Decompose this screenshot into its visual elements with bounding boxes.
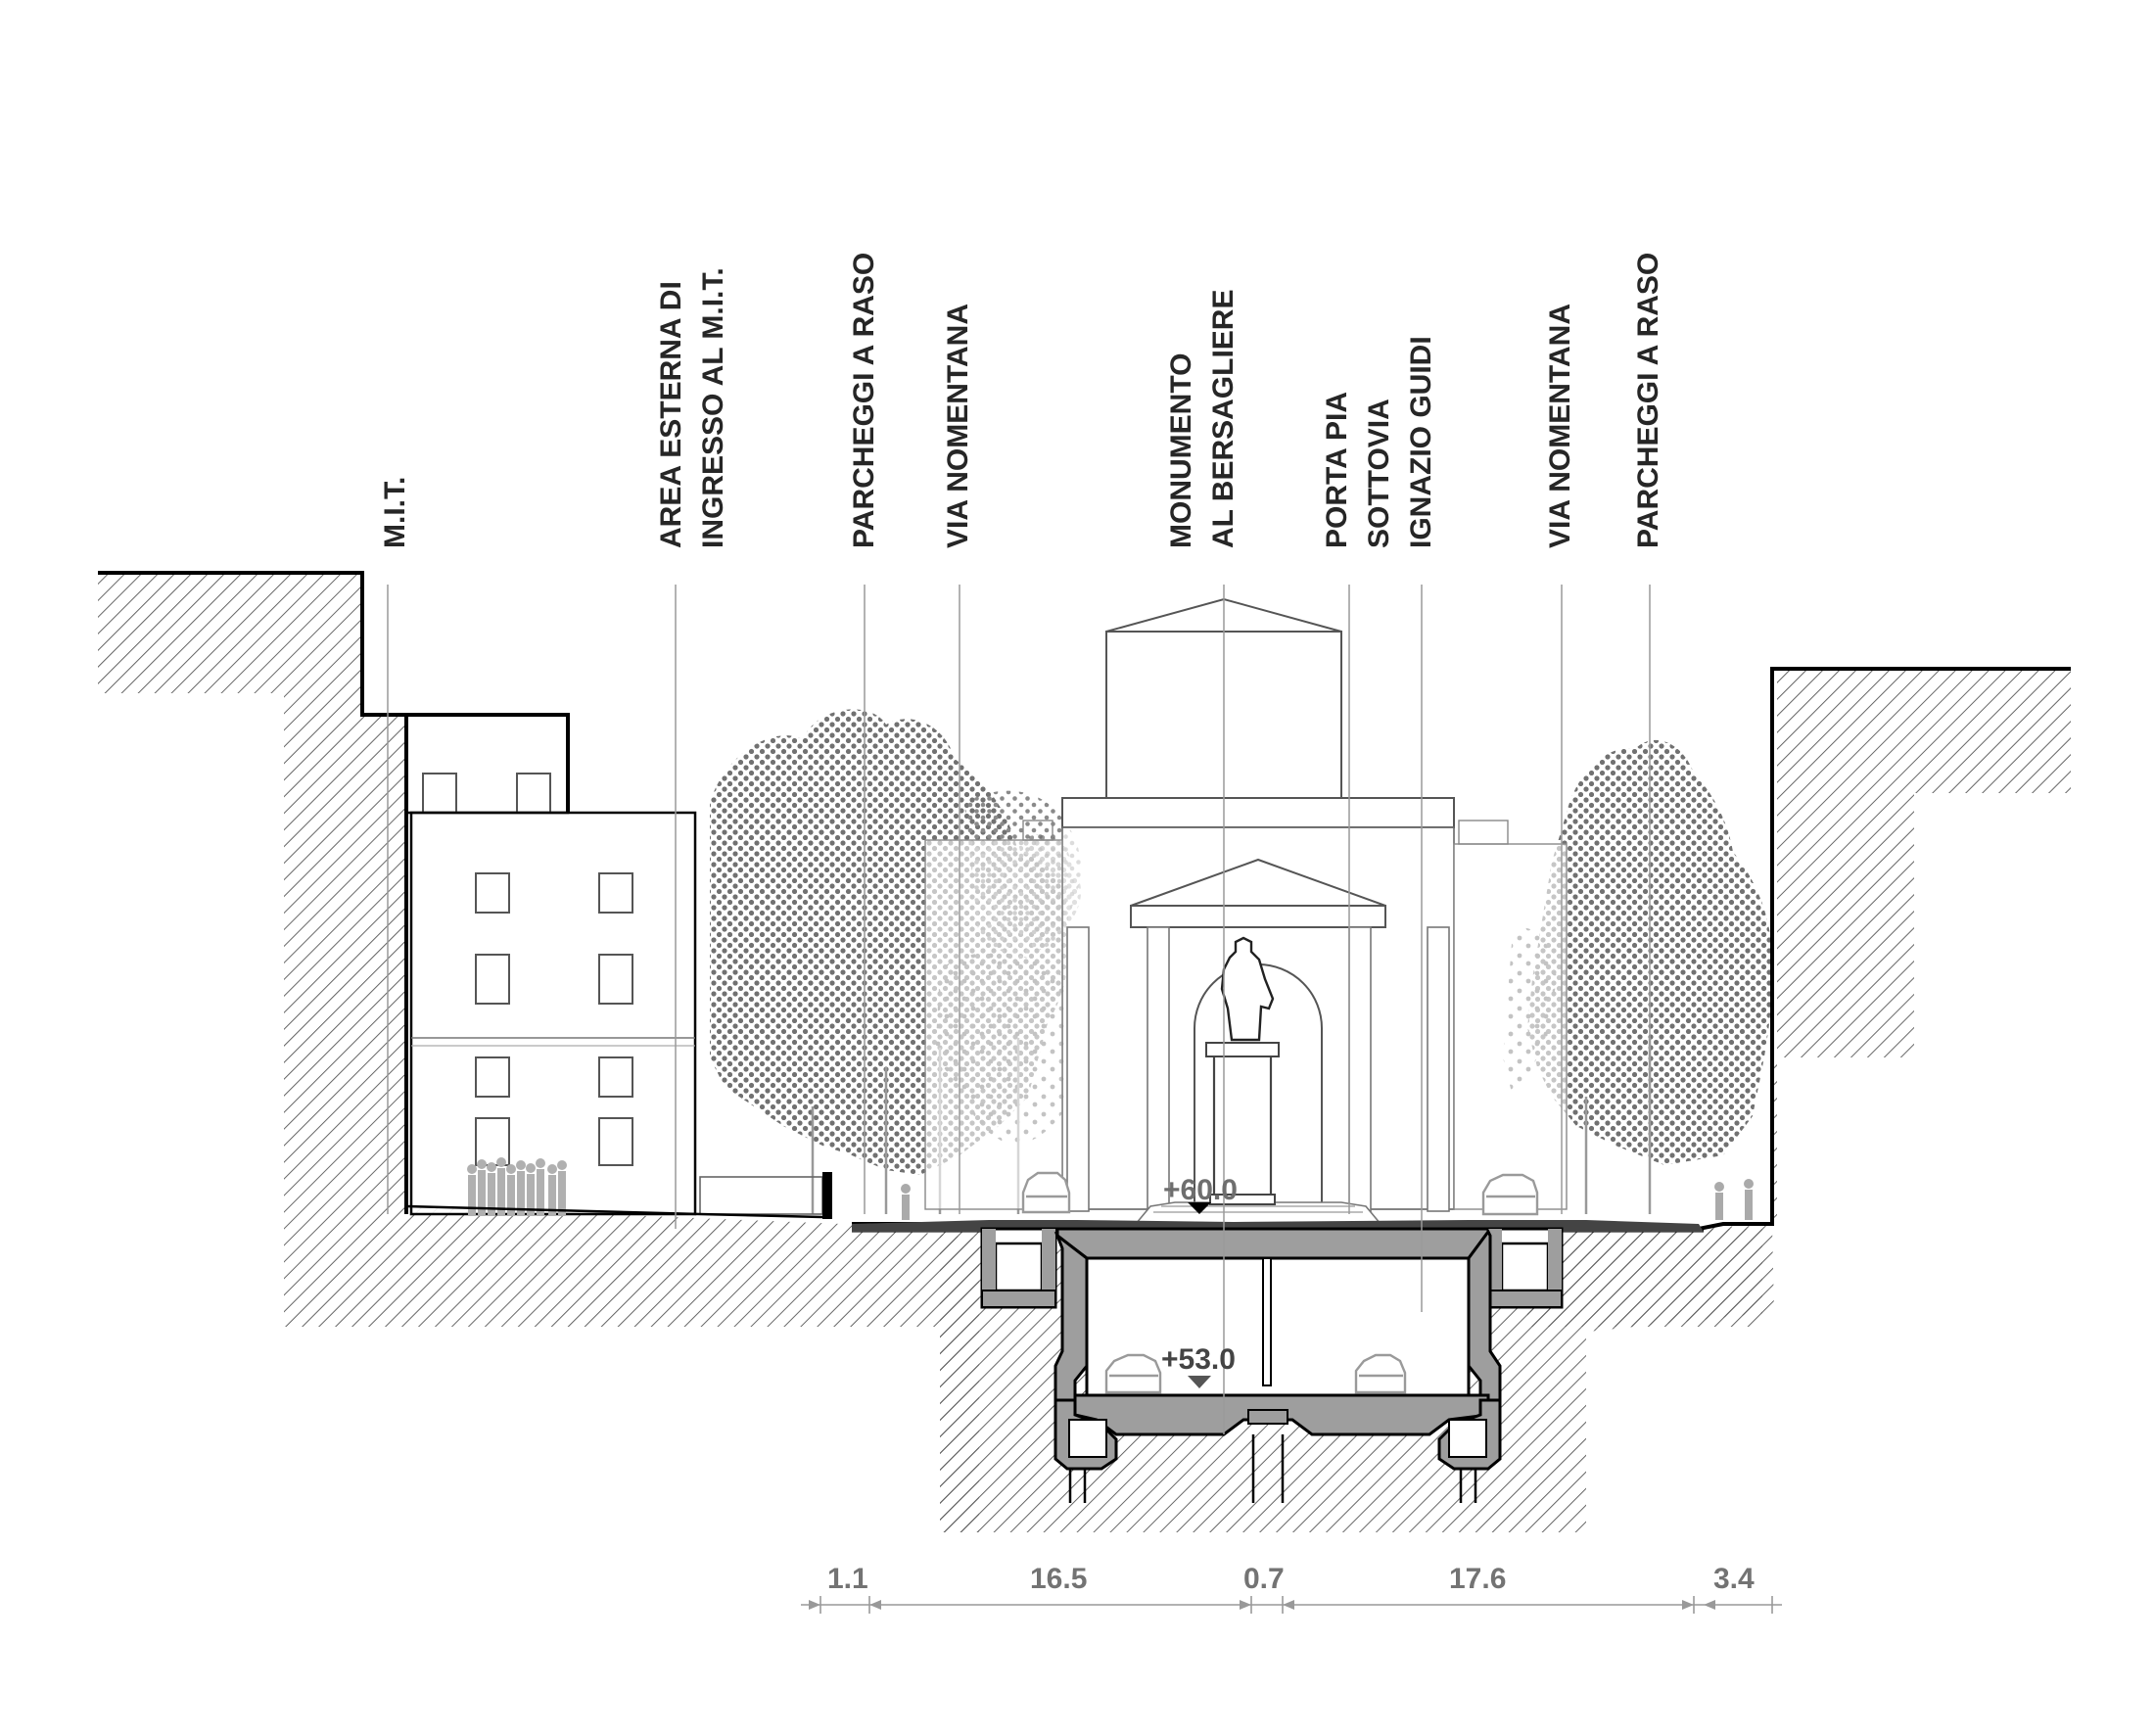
label-mit: M.I.T.: [379, 477, 411, 548]
reference-lines: [387, 585, 1651, 1434]
dimension-2: 16.5: [1030, 1563, 1087, 1595]
level-tunnel: +53.0: [1161, 1343, 1236, 1376]
people-single: [901, 1179, 1754, 1220]
label-porta-line1: PORTA PIA: [1321, 392, 1353, 548]
label-monumento-line2: AL BERSAGLIERE: [1207, 290, 1240, 548]
section-labels: M.I.T. AREA ESTERNA DI INGRESSO AL M.I.T…: [379, 253, 1664, 548]
dimension-line: 1.1 16.5 0.7 17.6 3.4: [801, 1563, 1782, 1614]
dimension-4: 17.6: [1449, 1563, 1506, 1595]
label-area-line2: INGRESSO AL M.I.T.: [697, 267, 729, 548]
dimension-3: 0.7: [1243, 1563, 1285, 1595]
dimension-5: 3.4: [1713, 1563, 1755, 1595]
label-via-right: VIA NOMENTANA: [1544, 304, 1576, 548]
porta-pia: [924, 597, 1568, 1225]
label-via-left: VIA NOMENTANA: [942, 304, 974, 548]
label-porta-line3: IGNAZIO GUIDI: [1405, 336, 1437, 548]
vehicles: [1021, 1171, 1539, 1394]
label-area-line1: AREA ESTERNA DI: [655, 281, 687, 548]
label-parcheggi-left: PARCHEGGI A RASO: [848, 253, 880, 548]
car-street-right: [1481, 1173, 1539, 1216]
car-street-left: [1021, 1171, 1071, 1214]
tree-left-trunk: [811, 1038, 1020, 1214]
car-tunnel-left: [1104, 1353, 1162, 1394]
label-monumento-line1: MONUMENTO: [1165, 353, 1197, 548]
dimension-1: 1.1: [827, 1563, 868, 1595]
car-tunnel-right: [1354, 1353, 1407, 1394]
people-group: [467, 1157, 567, 1216]
level-street: +60.0: [1163, 1174, 1238, 1206]
label-parcheggi-right: PARCHEGGI A RASO: [1632, 253, 1664, 548]
mit-building: [360, 573, 832, 1219]
level-marker-street: [1188, 1202, 1211, 1214]
tunnel-structure: [980, 1227, 1564, 1503]
label-porta-line2: SOTTOVIA: [1363, 399, 1395, 548]
level-marker-tunnel: [1188, 1376, 1211, 1388]
